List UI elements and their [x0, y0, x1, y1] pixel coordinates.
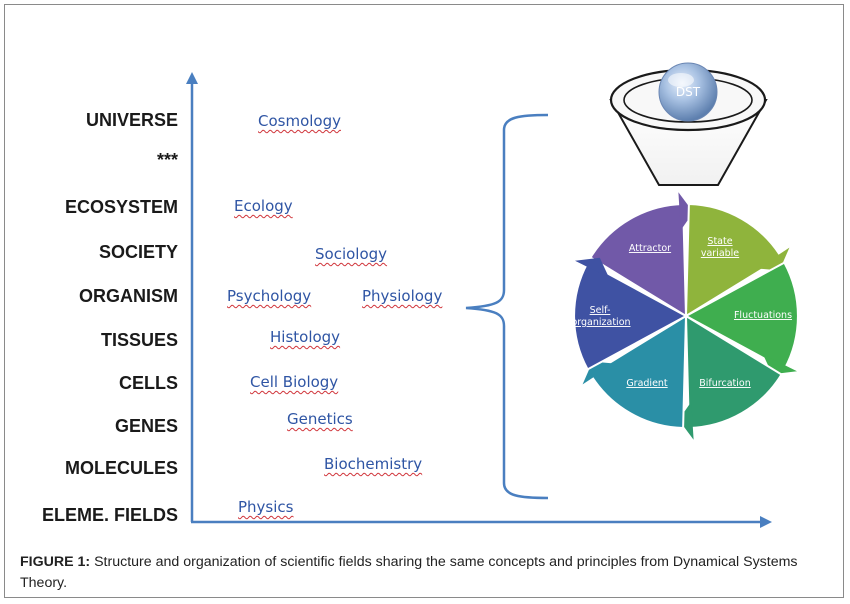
dst-ball	[658, 62, 718, 122]
figure-caption: FIGURE 1: Structure and organization of …	[20, 552, 830, 594]
dst-ball-highlight	[668, 73, 694, 87]
segment-attractor	[589, 202, 688, 318]
level-cells: CELLS	[118, 373, 178, 393]
axes	[186, 72, 772, 528]
level-ellipsis: ***	[156, 150, 178, 170]
x-axis-arrowhead	[760, 516, 772, 528]
dst-cycle-wheel	[573, 192, 799, 440]
level-elementary-fields: ELEME. FIELDS	[41, 505, 178, 525]
level-ecosystem: ECOSYSTEM	[64, 197, 178, 217]
caption-label: FIGURE 1:	[20, 554, 91, 570]
caption-text: Structure and organization of scientific…	[20, 554, 798, 591]
level-universe: UNIVERSE	[85, 110, 178, 130]
field-cosmology: Cosmology	[258, 112, 341, 130]
segment-gradient	[589, 314, 688, 430]
segment-attractor-arrowhead	[678, 192, 694, 231]
y-axis-arrowhead	[186, 72, 198, 84]
segment-bifurcation-arrowhead	[678, 401, 694, 440]
segment-state-variable	[684, 202, 783, 318]
curly-brace	[465, 113, 549, 500]
level-molecules: MOLECULES	[64, 458, 178, 478]
level-organism: ORGANISM	[79, 286, 178, 306]
segment-self-organization-arrowhead	[575, 257, 609, 278]
field-physics: Physics	[238, 498, 294, 516]
field-psychology: Psychology	[227, 287, 312, 305]
level-society: SOCIETY	[98, 242, 178, 262]
level-genes: GENES	[114, 416, 178, 436]
figure-frame	[4, 4, 844, 598]
field-ecology: Ecology	[234, 197, 293, 215]
field-biochemistry: Biochemistry	[324, 455, 423, 473]
field-histology: Histology	[270, 328, 341, 346]
segment-self-organization	[573, 261, 689, 371]
field-genetics: Genetics	[287, 410, 353, 428]
dst-funnel	[609, 62, 768, 186]
field-physiology: Physiology	[362, 287, 443, 305]
field-cell-biology: Cell Biology	[250, 373, 339, 391]
segment-bifurcation	[684, 314, 783, 430]
field-sociology: Sociology	[315, 245, 388, 263]
level-tissues: TISSUES	[100, 330, 178, 350]
segment-fluctuations	[683, 261, 799, 371]
